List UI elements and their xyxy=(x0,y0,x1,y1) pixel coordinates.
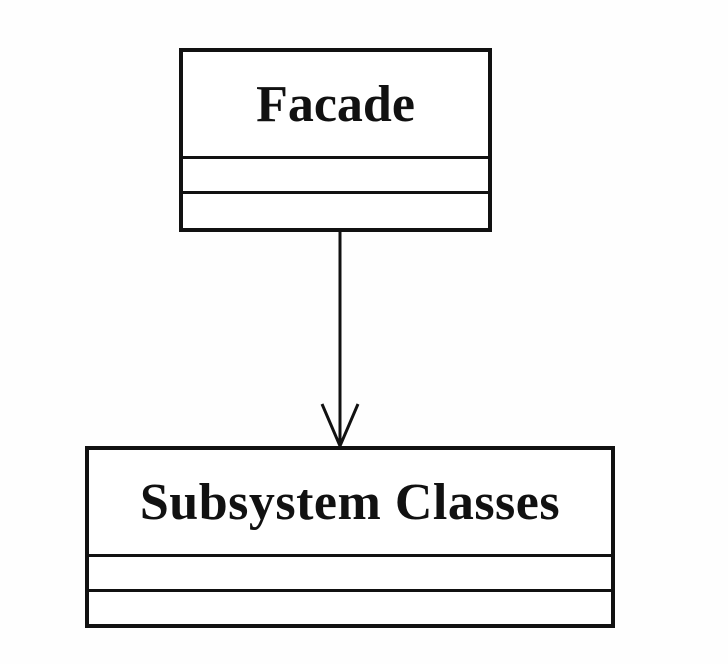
facade-attributes-section xyxy=(183,159,488,194)
facade-class-box: Facade xyxy=(179,48,492,232)
open-arrowhead-icon xyxy=(320,403,360,450)
subsystem-class-name: Subsystem Classes xyxy=(89,450,611,557)
facade-class-name: Facade xyxy=(183,52,488,159)
subsystem-operations-section xyxy=(89,592,611,625)
subsystem-attributes-section xyxy=(89,557,611,592)
facade-operations-section xyxy=(183,194,488,229)
subsystem-class-box: Subsystem Classes xyxy=(85,446,615,628)
